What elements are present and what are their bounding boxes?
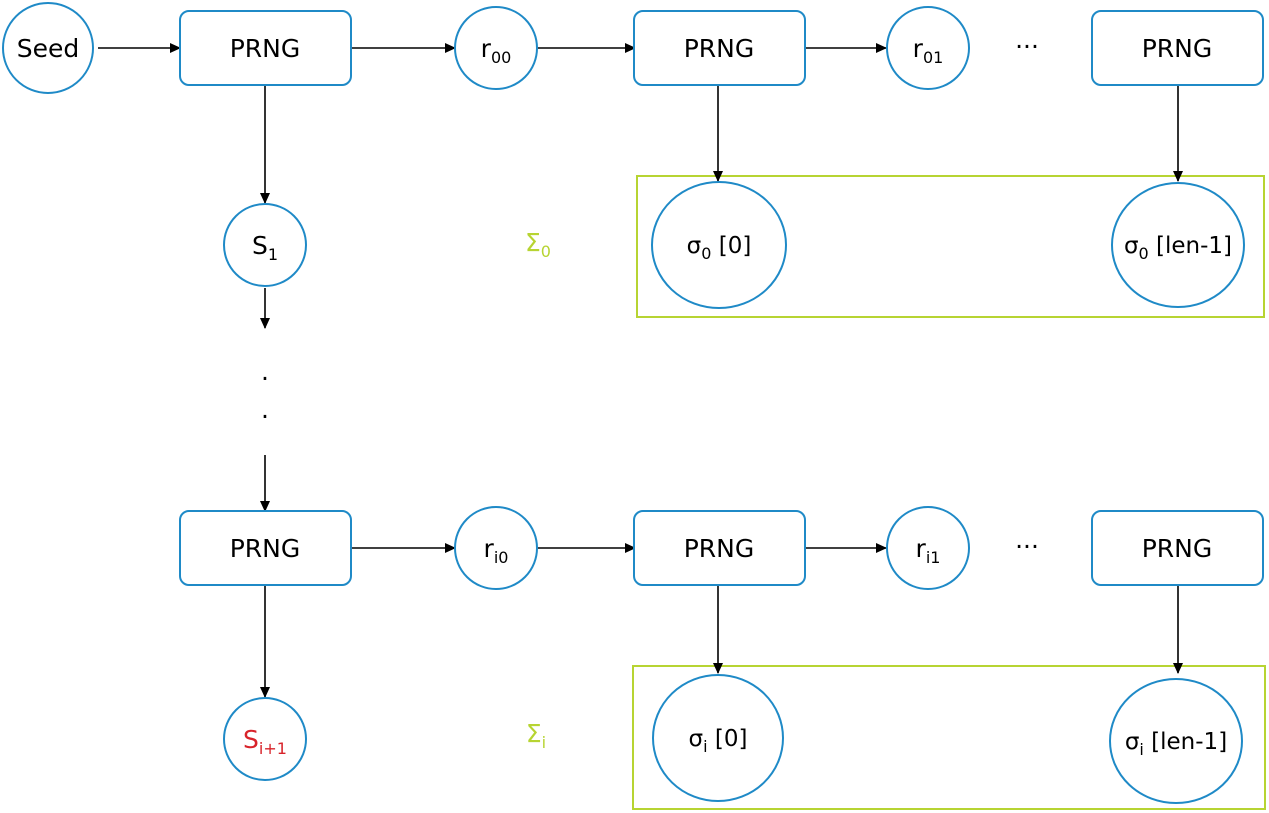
ellipsis-bottom: ···: [1015, 532, 1039, 561]
sigmai-group-label: Σi: [526, 719, 546, 752]
prng-label-bottom-3: PRNG: [1142, 534, 1213, 563]
prng-label-bottom-1: PRNG: [230, 534, 301, 563]
seed-node: [2, 2, 94, 94]
sigma0-last-label: σ0 [len-1]: [1124, 233, 1232, 263]
vdot-1: .: [261, 357, 269, 386]
sigmai-first-label: σi [0]: [689, 726, 748, 756]
prng-label-top-3: PRNG: [1142, 34, 1213, 63]
seed-label: Seed: [17, 34, 80, 63]
sigma0-first-label: σ0 [0]: [687, 233, 752, 263]
r01-label: r01: [913, 34, 944, 67]
prng-label-top-1: PRNG: [230, 34, 301, 63]
ri0-label: ri0: [484, 534, 509, 567]
prng-node-top-2: [633, 10, 806, 86]
si1-label: Si+1: [243, 725, 287, 758]
sigmai-first-node: [652, 674, 784, 802]
sigma0-first-node: [651, 181, 787, 309]
s1-node: [223, 203, 307, 287]
ri1-label: ri1: [916, 534, 941, 567]
vdot-2: .: [261, 395, 269, 424]
r00-label: r00: [481, 34, 512, 67]
si1-node: [223, 697, 307, 781]
prng-label-bottom-2: PRNG: [684, 534, 755, 563]
ri1-node: [886, 506, 970, 590]
r00-node: [454, 6, 538, 90]
sigmai-last-node: [1109, 678, 1243, 804]
sigma0-group-box: [636, 175, 1265, 318]
prng-label-top-2: PRNG: [684, 34, 755, 63]
s1-label: S1: [252, 231, 278, 264]
r01-node: [886, 6, 970, 90]
prng-node-bottom-3: [1091, 510, 1264, 586]
sigmai-group-box: [632, 665, 1266, 810]
prng-node-bottom-1: [179, 510, 352, 586]
prng-node-top-3: [1091, 10, 1264, 86]
sigma0-group-label: Σ0: [525, 228, 551, 261]
sigma0-last-node: [1111, 182, 1245, 308]
ellipsis-top: ···: [1015, 32, 1039, 61]
ri0-node: [454, 506, 538, 590]
sigmai-last-label: σi [len-1]: [1125, 729, 1227, 759]
prng-node-bottom-2: [633, 510, 806, 586]
prng-node-top-1: [179, 10, 352, 86]
